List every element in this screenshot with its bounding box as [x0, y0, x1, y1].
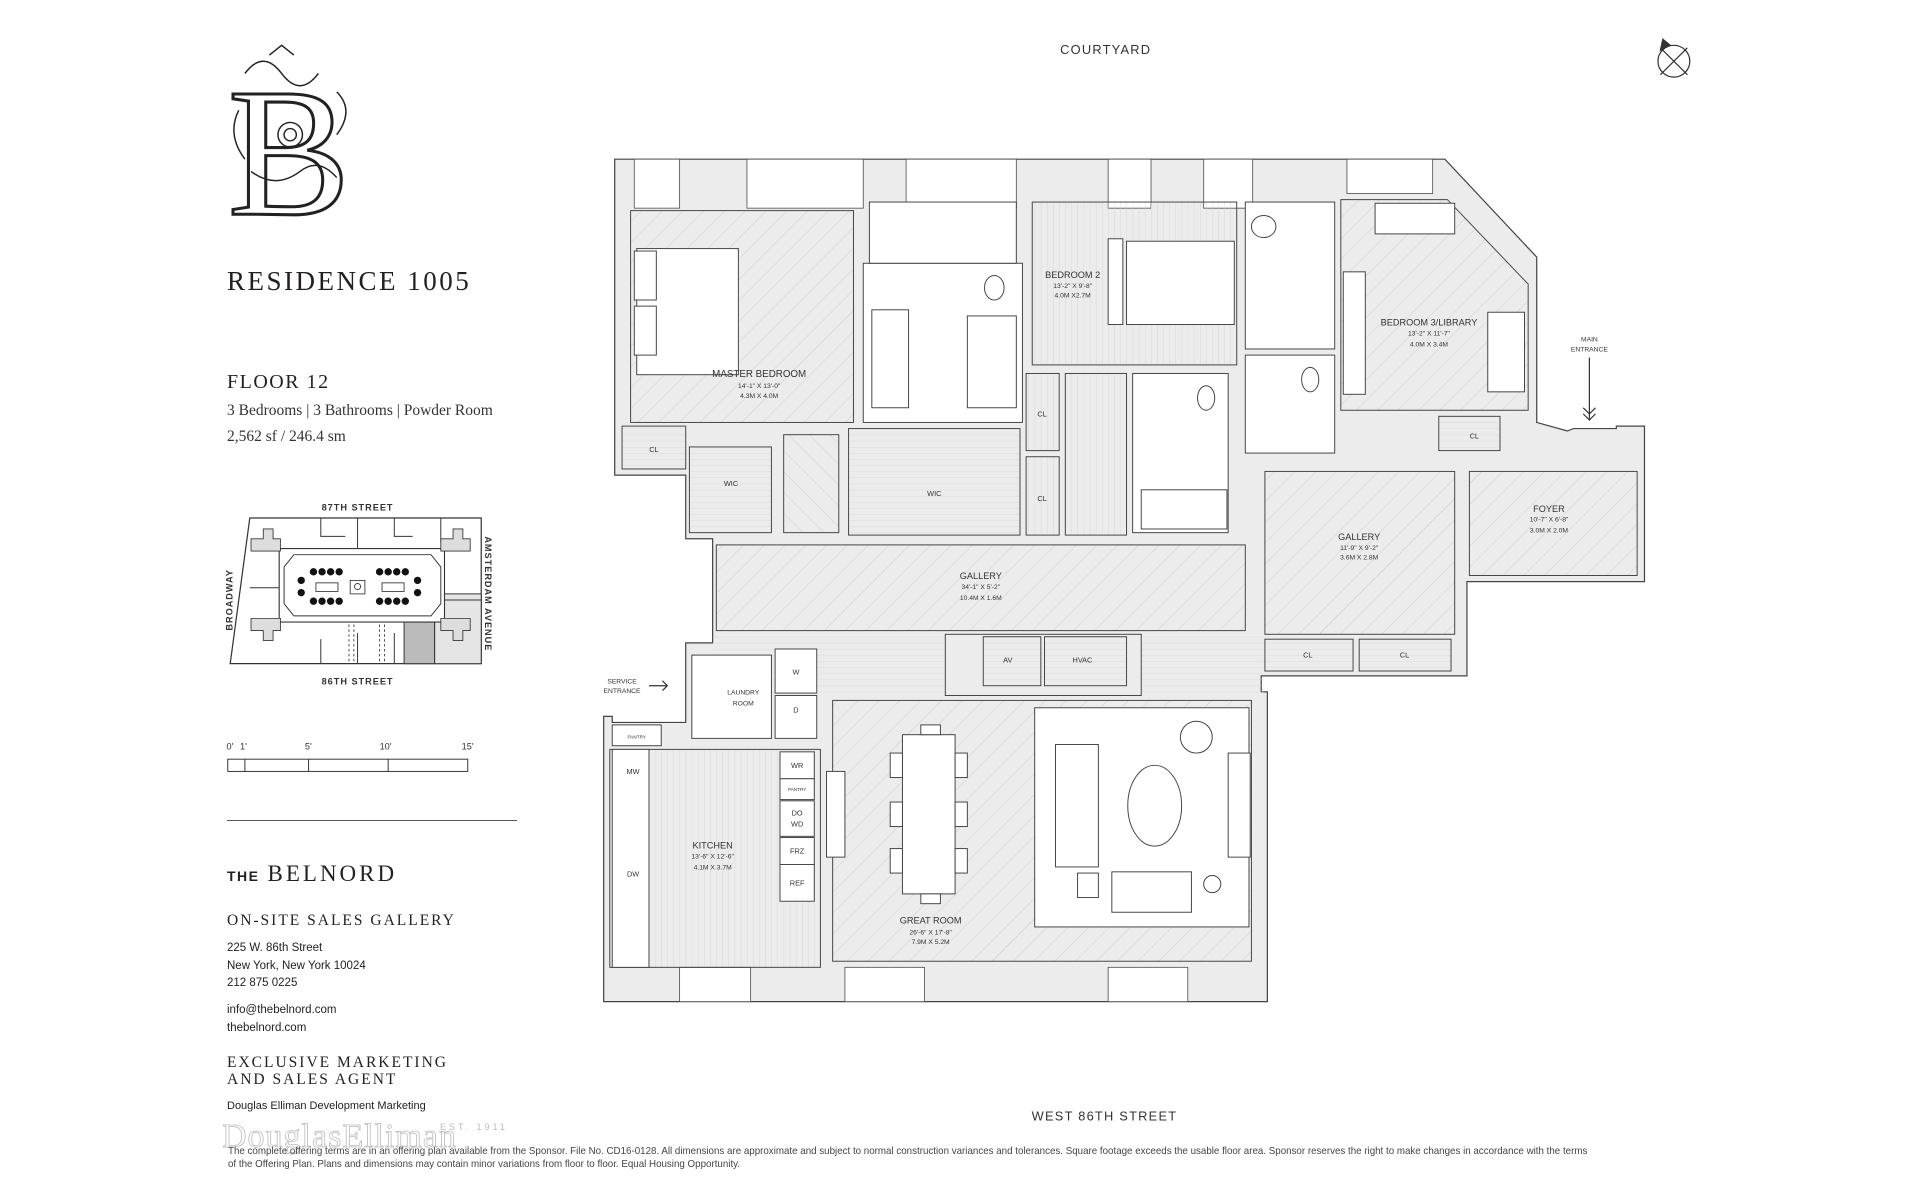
label-microwave: MW: [627, 767, 640, 776]
brand-the: THE: [227, 868, 260, 884]
keymap-broadway: BROADWAY: [225, 569, 235, 631]
service-entrance-label: SERVICE: [607, 678, 637, 685]
label-dishwasher: DW: [627, 870, 639, 879]
sales-gallery-heading: ON-SITE SALES GALLERY: [227, 912, 456, 929]
apartment-plan: MASTER BEDROOM 14'-1" X 13'-0" 4.3M X 4.…: [603, 158, 1646, 1003]
label-dryer: D: [793, 706, 798, 715]
address-line-1: 225 W. 86th Street: [227, 942, 323, 954]
label-closet: CL: [1400, 651, 1409, 660]
legal-disclaimer: The complete offering terms are in an of…: [228, 1145, 1588, 1170]
dim-ft: 13'-2" X 11'-7": [1408, 331, 1451, 338]
courtyard-label: COURTYARD: [1060, 42, 1151, 57]
dim-m: 4.3M X 4.0M: [740, 393, 778, 400]
dim-ft: 26'-6" X 17'-8": [909, 929, 952, 936]
street-label-south: WEST 86TH STREET: [1032, 1108, 1178, 1123]
unit-area: 2,562 sf / 246.4 sm: [227, 428, 346, 445]
room-foyer: [1468, 470, 1638, 576]
address-line-2: New York, New York 10024: [227, 960, 366, 972]
dim-ft: 34'-1" X 5'-2": [961, 584, 1000, 591]
residence-title: RESIDENCE 1005: [227, 266, 472, 296]
room-master-wc: [868, 201, 1017, 264]
service-entrance-label: ENTRANCE: [604, 688, 641, 695]
label-closet: CL: [1037, 494, 1046, 503]
divider: [227, 820, 517, 821]
keymap-86th-street: 86TH STREET: [322, 676, 394, 686]
building-keymap: 87TH STREET 86TH STREET BROADWAY AMSTERD…: [225, 503, 493, 687]
label-wine-refrigerator: WR: [791, 761, 803, 770]
dim-m: 4.0M X2.7M: [1055, 293, 1092, 300]
scale-label: 5': [305, 741, 312, 751]
main-entrance-label: MAIN: [1581, 337, 1598, 344]
label-av: AV: [1003, 655, 1012, 664]
label-closet: CL: [1037, 409, 1046, 418]
douglas-elliman-watermark: DouglasElliman: [222, 1118, 457, 1156]
label-pantry: PANTRY: [788, 787, 806, 792]
main-entrance-label: ENTRANCE: [1571, 346, 1608, 353]
scale-label: 10': [380, 741, 392, 751]
main-entrance-arrow-icon: [1582, 357, 1596, 421]
dim-ft: 13'-6" X 12'-6": [691, 853, 734, 860]
watermark-est: EST. 1911: [440, 1122, 508, 1132]
dim-m: 3.0M X 2.0M: [1530, 528, 1568, 535]
label-laundry: ROOM: [733, 700, 754, 707]
label-gallery: GALLERY: [960, 571, 1002, 581]
agent-name: Douglas Elliman Development Marketing: [227, 1100, 426, 1112]
label-double-oven: DO: [792, 809, 803, 818]
scale-label: 15': [462, 741, 474, 751]
label-closet: CL: [1303, 651, 1312, 660]
room-labels: MASTER BEDROOM 14'-1" X 13'-0" 4.3M X 4.…: [604, 270, 1609, 946]
dim-m: 3.6M X 2.8M: [1340, 555, 1378, 562]
label-gallery-east: GALLERY: [1338, 532, 1380, 542]
label-closet: CL: [1470, 431, 1479, 440]
email-link[interactable]: info@thebelnord.com: [227, 1004, 337, 1016]
scale-bar: 0' 1' 5' 10' 15': [227, 741, 474, 772]
keymap-87th-street: 87TH STREET: [322, 503, 394, 513]
label-hvac: HVAC: [1073, 655, 1094, 664]
keymap-amsterdam: AMSTERDAM AVENUE: [483, 536, 493, 651]
website-link[interactable]: thebelnord.com: [227, 1022, 307, 1034]
room-laundry: [691, 654, 772, 739]
agent-heading-1: EXCLUSIVE MARKETING: [227, 1054, 448, 1071]
floor-number: FLOOR 12: [227, 371, 330, 393]
dim-ft: 10'-7" X 6'-8": [1530, 517, 1569, 524]
label-bedroom-2: BEDROOM 2: [1045, 270, 1100, 280]
room-gallery-east: [1264, 470, 1456, 635]
label-washer: W: [792, 668, 799, 677]
dim-m: 10.4M X 1.6M: [960, 595, 1002, 602]
dim-m: 4.1M X 3.7M: [694, 864, 732, 871]
scale-label: 0': [227, 741, 234, 751]
dim-ft: 11'-9" X 9'-2": [1340, 545, 1379, 552]
brand-name: THE BELNORD: [227, 861, 397, 887]
dim-ft: 13'-2" X 9'-8": [1053, 283, 1092, 290]
dim-ft: 14'-1" X 13'-0": [738, 383, 781, 390]
label-warming-drawer: WD: [791, 820, 803, 829]
label-kitchen: KITCHEN: [693, 841, 733, 851]
agent-heading-2: AND SALES AGENT: [227, 1071, 398, 1088]
label-pantry: PANTRY: [628, 734, 646, 739]
label-wic: WIC: [724, 479, 739, 488]
north-compass-icon: [1657, 38, 1691, 78]
label-laundry: LAUNDRY: [727, 689, 760, 696]
unit-specs: 3 Bedrooms | 3 Bathrooms | Powder Room: [227, 402, 493, 419]
dim-m: 7.9M X 5.2M: [912, 939, 950, 946]
label-freezer: FRZ: [790, 846, 805, 855]
svg-text:B: B: [228, 50, 350, 254]
label-bedroom-3: BEDROOM 3/LIBRARY: [1381, 318, 1478, 328]
belnord-logo: B B: [226, 44, 352, 256]
label-great-room: GREAT ROOM: [900, 915, 962, 925]
label-wic: WIC: [927, 489, 942, 498]
room-powder: [1244, 354, 1336, 454]
label-foyer: FOYER: [1533, 504, 1565, 514]
dim-m: 4.0M X 3.4M: [1410, 342, 1448, 349]
label-closet: CL: [649, 445, 658, 454]
service-entrance-arrow-icon: [648, 680, 669, 692]
brand-belnord: BELNORD: [267, 861, 398, 886]
scale-label: 1': [240, 741, 247, 751]
svg-text:B: B: [228, 50, 350, 254]
room-bedroom-3: [1340, 199, 1529, 411]
room-gallery: [715, 544, 1246, 632]
label-refrigerator: REF: [790, 878, 805, 887]
label-master-bedroom: MASTER BEDROOM: [712, 369, 806, 380]
phone: 212 875 0225: [227, 977, 298, 989]
